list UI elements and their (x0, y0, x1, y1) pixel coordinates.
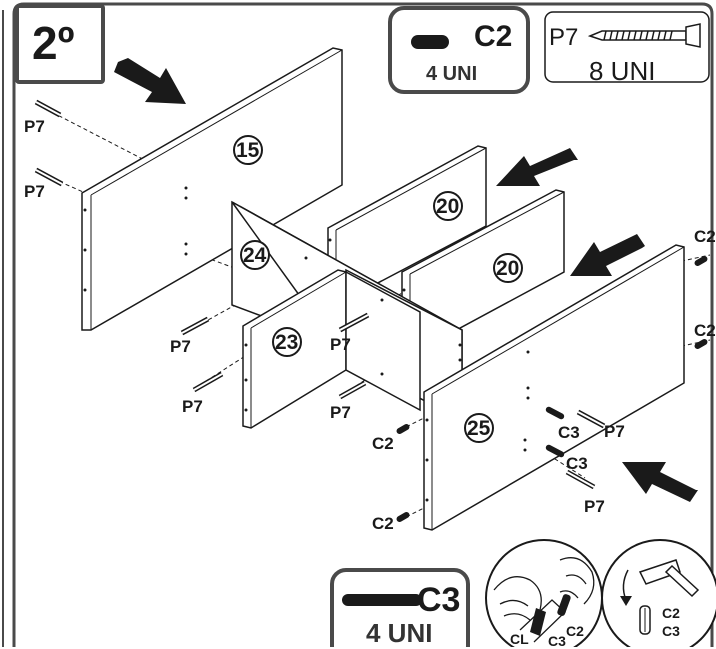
c3-hardware-box (330, 568, 470, 647)
screw-label: P7 (604, 422, 625, 441)
screw-icon (34, 99, 62, 118)
arrow-icon (114, 58, 186, 104)
panel-number: 20 (436, 195, 460, 218)
hands-inset (485, 539, 603, 647)
p7-code: P7 (549, 24, 579, 51)
dowel-marks (396, 256, 708, 522)
direction-arrows (114, 58, 698, 502)
inset-label: C3 (548, 633, 566, 649)
panel-25 (423, 244, 685, 531)
c3-code: C3 (417, 581, 461, 619)
panel-number: 20 (496, 257, 520, 280)
dowel-icon (545, 406, 565, 420)
dowel-label: C2 (372, 514, 394, 533)
p7-hardware-box (544, 11, 710, 83)
screw-icon (576, 409, 606, 429)
screw-label: P7 (330, 335, 351, 354)
dowel-icon (639, 605, 651, 635)
dowel-icon (545, 444, 565, 458)
dowel-label: C3 (566, 454, 588, 473)
screw-icon (192, 371, 224, 393)
screw-label: P7 (182, 397, 203, 416)
hammer-inset (601, 539, 716, 647)
hammer-icon (620, 559, 700, 606)
panel-number: 23 (275, 331, 299, 354)
screw-label: P7 (170, 337, 191, 356)
dowel-icon (694, 256, 708, 266)
screw-icon (565, 469, 596, 490)
screw-label: P7 (24, 182, 45, 201)
screw-label: P7 (24, 117, 45, 136)
c2-code: C2 (474, 20, 513, 53)
c2-quantity: 4 UNI (426, 63, 478, 85)
dowel-icon (342, 594, 422, 606)
inset-label: C3 (662, 623, 680, 639)
dowel-label: C2 (372, 434, 394, 453)
hole-marks (83, 186, 530, 502)
step-number: 2º (32, 17, 75, 69)
step-box (15, 4, 105, 84)
panel-number: 15 (236, 139, 260, 162)
page-frame (12, 2, 714, 647)
dowel-label: C3 (558, 423, 580, 442)
arrow-icon (496, 148, 578, 186)
arrow-icon (622, 462, 698, 502)
screw-marks (34, 99, 606, 490)
p7-quantity: 8 UNI (589, 56, 656, 86)
dowel-icon (396, 512, 410, 522)
screw-icon (34, 167, 64, 187)
panel-number: 24 (243, 244, 267, 267)
c3-quantity: 4 UNI (366, 618, 433, 648)
arrow-icon (570, 234, 645, 276)
dowel-icon (411, 35, 449, 49)
inset-label: C2 (566, 623, 584, 639)
panel-number-circles (233, 135, 523, 443)
inset-label: CL (510, 631, 529, 647)
inset-label: C2 (662, 605, 680, 621)
screw-icon (338, 312, 370, 333)
dowel-icon (694, 339, 708, 349)
screw-label: P7 (584, 497, 605, 516)
dowel-label: C2 (694, 227, 716, 246)
screw-icon (338, 380, 367, 400)
panel-number: 25 (467, 417, 491, 440)
screw-icon (587, 23, 701, 48)
dowel-icon (396, 424, 410, 434)
screw-icon (180, 316, 210, 336)
dowel-label: C2 (694, 321, 716, 340)
panel-15 (81, 47, 343, 331)
screw-label: P7 (330, 403, 351, 422)
c2-hardware-box (388, 6, 530, 94)
